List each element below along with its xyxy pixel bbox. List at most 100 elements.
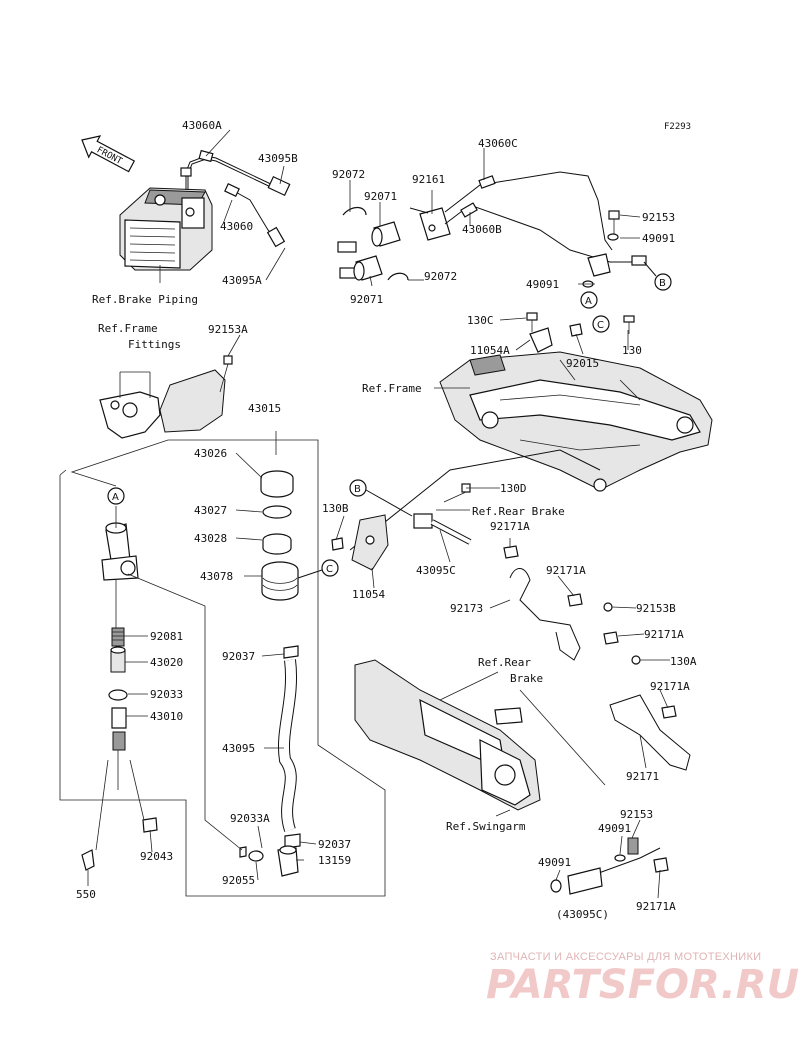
o-ring-92055 bbox=[248, 850, 264, 862]
ref-frame-fittings-line2: Fittings bbox=[128, 338, 181, 351]
pin-92043 bbox=[142, 817, 158, 833]
callout-92037-upper: 92037 bbox=[222, 650, 255, 663]
svg-text:C: C bbox=[597, 320, 604, 331]
callout-92171A-4: 92171A bbox=[650, 680, 690, 693]
piston-43020 bbox=[110, 646, 126, 673]
callout-130: 130 bbox=[622, 344, 642, 357]
bracket-11054a bbox=[529, 327, 553, 353]
bolt-92153b bbox=[603, 602, 613, 612]
circlip-92033a bbox=[239, 846, 247, 858]
callout-92072-lower: 92072 bbox=[424, 270, 457, 283]
ref-frame: Ref.Frame bbox=[362, 382, 422, 395]
ref-swingarm: Ref.Swingarm bbox=[446, 820, 526, 833]
callout-43027: 43027 bbox=[194, 504, 227, 517]
callout-labels: 43060A 43095B 43060 43095A 92072 92071 9… bbox=[76, 119, 697, 921]
callout-49091-bottom-upper: 49091 bbox=[598, 822, 631, 835]
washer-49091-bottom-upper bbox=[614, 854, 626, 862]
callout-92015: 92015 bbox=[566, 357, 599, 370]
clamp-92071-lower bbox=[353, 255, 383, 281]
callout-550: 550 bbox=[76, 888, 96, 901]
callout-49091-top: 49091 bbox=[642, 232, 675, 245]
callout-92171A-3: 92171A bbox=[644, 628, 684, 641]
callout-130B: 130B bbox=[322, 502, 349, 515]
callout-43095B: 43095B bbox=[258, 152, 298, 165]
clamp-92171a-5 bbox=[653, 857, 669, 873]
clamp-92171a-3 bbox=[603, 631, 619, 645]
callout-92153A: 92153A bbox=[208, 323, 248, 336]
abs-hydraulic-unit bbox=[119, 187, 213, 271]
bolt-130c bbox=[526, 312, 538, 332]
front-arrow-icon: FRONT bbox=[81, 135, 136, 173]
callout-49091-bottom-lower: 49091 bbox=[538, 856, 571, 869]
callout-92173: 92173 bbox=[450, 602, 483, 615]
callout-92071-upper: 92071 bbox=[364, 190, 397, 203]
push-rod-43010 bbox=[111, 707, 127, 790]
callout-92033A: 92033A bbox=[230, 812, 270, 825]
callout-43010: 43010 bbox=[150, 710, 183, 723]
callout-92161: 92161 bbox=[412, 173, 445, 186]
callout-43026: 43026 bbox=[194, 447, 227, 460]
svg-text:C: C bbox=[326, 564, 333, 575]
clamp-92015 bbox=[569, 323, 583, 337]
callout-92071-lower: 92071 bbox=[350, 293, 383, 306]
callout-43060A: 43060A bbox=[182, 119, 222, 132]
callout-49091-lower: 49091 bbox=[526, 278, 559, 291]
callout-130D: 130D bbox=[500, 482, 527, 495]
connector-b-mid: B bbox=[349, 479, 367, 497]
clamp-92171a-4 bbox=[661, 705, 677, 719]
callout-92081: 92081 bbox=[150, 630, 183, 643]
connector-c-mid: C bbox=[321, 559, 339, 577]
bolt-130 bbox=[623, 315, 635, 334]
bolt-130d bbox=[443, 483, 471, 503]
watermark-logo: PARTSFOR.RU bbox=[486, 962, 799, 1008]
callout-92171A-5: 92171A bbox=[636, 900, 676, 913]
reservoir-cap-43026 bbox=[260, 470, 294, 498]
callout-43095A: 43095A bbox=[222, 274, 262, 287]
clamp-92171a-1 bbox=[503, 545, 519, 559]
callout-43095C: 43095C bbox=[416, 564, 456, 577]
callout-43020: 43020 bbox=[150, 656, 183, 669]
watermark-subtitle: ЗАПЧАСТИ И АКСЕССУАРЫ ДЛЯ МОТОТЕХНИКИ bbox=[490, 951, 761, 963]
ref-rear-brake: Ref.Rear Brake bbox=[472, 505, 565, 518]
ref-frame-fittings-line1: Ref.Frame bbox=[98, 322, 158, 335]
clamp-92171a-2 bbox=[567, 593, 583, 607]
spring-92081 bbox=[111, 627, 125, 647]
callout-13159: 13159 bbox=[318, 854, 351, 867]
callout-43060B: 43060B bbox=[462, 223, 502, 236]
callout-92037-lower: 92037 bbox=[318, 838, 351, 851]
callout-92171: 92171 bbox=[626, 770, 659, 783]
banjo-bolt-92153-bottom bbox=[627, 837, 639, 855]
callout-11054A: 11054A bbox=[470, 344, 510, 357]
clip-92072-upper bbox=[342, 206, 367, 216]
washer-49091-bottom-lower bbox=[550, 879, 562, 893]
callout-92153-bottom: 92153 bbox=[620, 808, 653, 821]
callout-92153-top: 92153 bbox=[642, 211, 675, 224]
callout-130A: 130A bbox=[670, 655, 697, 668]
clamp-92037-upper bbox=[283, 645, 299, 659]
callout-43060: 43060 bbox=[220, 220, 253, 233]
reference-labels: Ref.Brake Piping Ref.Frame Fittings Ref.… bbox=[92, 293, 565, 833]
callout-92033: 92033 bbox=[150, 688, 183, 701]
svg-text:B: B bbox=[659, 278, 666, 289]
svg-text:A: A bbox=[585, 296, 592, 307]
callout-43095C-ref: (43095C) bbox=[556, 908, 609, 921]
ref-rear-brake-line1: Ref.Rear bbox=[478, 656, 531, 669]
leader-lines bbox=[59, 129, 670, 899]
diaphragm-43028 bbox=[262, 533, 292, 555]
cotter-pin-550 bbox=[81, 849, 95, 871]
joint-block-92161 bbox=[419, 207, 451, 241]
connector-c-top: C bbox=[592, 315, 610, 333]
bolt-130a bbox=[631, 655, 641, 665]
callout-43095: 43095 bbox=[222, 742, 255, 755]
fitting-13159 bbox=[277, 845, 299, 877]
callout-92055: 92055 bbox=[222, 874, 255, 887]
callout-92171A-2: 92171A bbox=[546, 564, 586, 577]
ref-brake-piping: Ref.Brake Piping bbox=[92, 293, 198, 306]
clip-92072-lower bbox=[387, 272, 409, 281]
ref-rear-brake-line2: Brake bbox=[510, 672, 543, 685]
svg-text:B: B bbox=[354, 484, 361, 495]
frame-assembly bbox=[439, 351, 713, 492]
bolt-130b bbox=[331, 537, 344, 551]
